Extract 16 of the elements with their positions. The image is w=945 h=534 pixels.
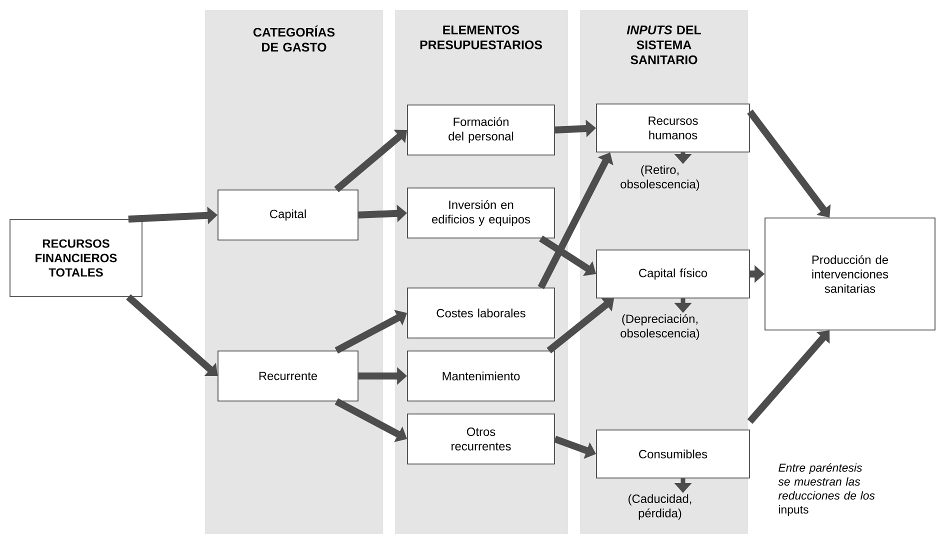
reduction-note: (Caducidad, pérdida) — [628, 494, 692, 520]
process-box: Inversión en edificios y equipos — [407, 188, 555, 238]
process-box: Mantenimiento — [407, 350, 555, 402]
process-box: Capital físico — [596, 250, 750, 298]
process-box: Recursos humanos — [596, 104, 750, 152]
process-box: Otros recurrentes — [407, 414, 555, 464]
reduction-note: (Depreciación, obsolescencia) — [620, 314, 700, 340]
process-box: Costes laborales — [407, 288, 555, 338]
process-box: Formación del personal — [407, 104, 555, 156]
process-box: Consumibles — [596, 430, 750, 478]
process-box: Producción de intervenciones sanitarias — [764, 218, 936, 330]
reduction-note: (Retiro, obsolescencia) — [620, 165, 700, 191]
note-text: Entre paréntesis se muestran las reducciones de los inputs — [778, 463, 875, 516]
process-box: Recurrente — [218, 350, 358, 402]
process-box: RECURSOS FINANCIEROS TOTALES — [10, 219, 142, 297]
process-box: Capital — [218, 190, 358, 240]
